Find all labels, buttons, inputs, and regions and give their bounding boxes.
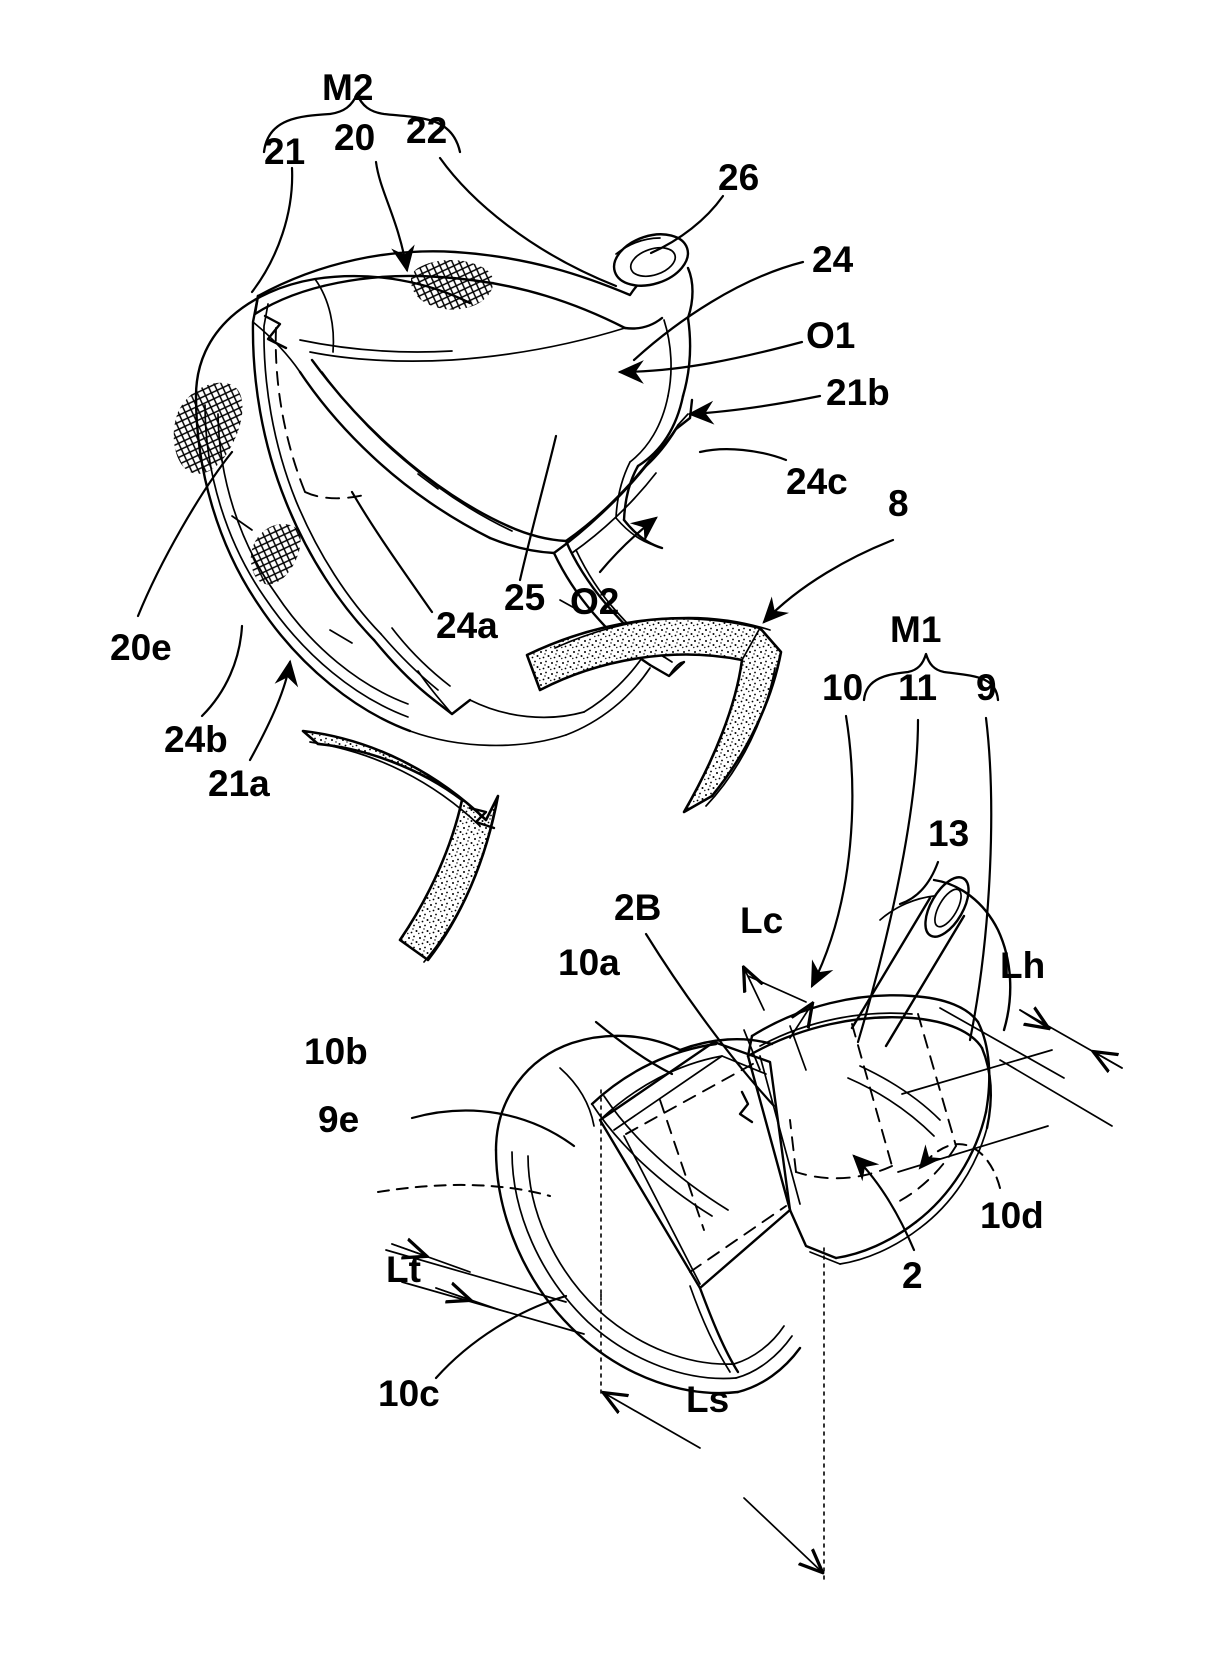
label-24: 24 <box>812 239 854 280</box>
leader-10d <box>918 1143 1001 1189</box>
text-labels: M2 21 20 22 26 24 O1 21b 24c 8 M1 10 11 … <box>110 67 1045 1420</box>
leader-22 <box>438 156 618 288</box>
label-24c: 24c <box>786 461 848 502</box>
leader-10a <box>594 1020 674 1076</box>
upper-inner-arcs <box>409 654 651 747</box>
leader-21a <box>248 659 299 762</box>
label-21: 21 <box>264 131 305 172</box>
insert-strip-lower <box>301 729 500 963</box>
leader-9e <box>377 1183 551 1197</box>
leader-10c <box>434 1294 568 1380</box>
label-20e: 20e <box>110 627 172 668</box>
leader-24c <box>698 448 788 462</box>
label-9: 9 <box>976 667 997 708</box>
label-o1: O1 <box>806 315 855 356</box>
leader-24 <box>632 260 805 362</box>
boss-26 <box>612 233 694 320</box>
leader-10b <box>410 1109 576 1148</box>
label-ls: Ls <box>686 1379 729 1420</box>
label-10d: 10d <box>980 1195 1044 1236</box>
label-m1: M1 <box>890 609 941 650</box>
label-2b: 2B <box>614 887 661 928</box>
leader-lines <box>136 92 1001 1380</box>
label-20: 20 <box>334 117 375 158</box>
lower-assembly-m1 <box>494 876 1012 1395</box>
leader-2 <box>852 1154 916 1252</box>
brace-m2 <box>262 92 462 154</box>
leader-13 <box>898 860 940 906</box>
label-13: 13 <box>928 813 969 854</box>
leader-24a <box>350 490 434 614</box>
insert-strips-8 <box>301 616 783 963</box>
leader-9 <box>968 716 993 1042</box>
leader-25 <box>518 434 558 582</box>
lower-shell-9 <box>494 1034 740 1395</box>
leader-11 <box>856 718 920 1044</box>
leader-8 <box>762 538 895 624</box>
label-lt: Lt <box>386 1249 421 1290</box>
label-10a: 10a <box>558 942 620 983</box>
dimension-lc <box>744 968 812 1071</box>
dimension-lt <box>385 1244 585 1335</box>
mesh-texture-patch-lower-left <box>250 524 301 585</box>
tube-13 <box>850 876 970 1048</box>
leader-26 <box>649 194 725 255</box>
dimension-ls <box>601 1089 824 1581</box>
label-22: 22 <box>406 110 447 151</box>
upper-assembly-m2 <box>173 233 694 747</box>
dimension-lines <box>385 968 1123 1581</box>
leader-24b <box>200 624 244 718</box>
leader-10 <box>810 714 854 989</box>
label-10c: 10c <box>378 1373 440 1414</box>
label-10b: 10b <box>304 1031 368 1072</box>
upper-crown-22 <box>253 233 694 522</box>
label-21a: 21a <box>208 763 270 804</box>
leader-20 <box>374 160 415 273</box>
label-lh: Lh <box>1000 945 1045 986</box>
leader-o2 <box>598 516 658 574</box>
label-26: 26 <box>718 157 759 198</box>
label-m2: M2 <box>322 67 373 108</box>
lower-body-2 <box>746 876 1012 1265</box>
leader-o1 <box>617 340 804 384</box>
label-24a: 24a <box>436 605 498 646</box>
label-2: 2 <box>902 1255 923 1296</box>
label-9e: 9e <box>318 1099 359 1140</box>
leader-2b <box>644 932 776 1108</box>
label-10: 10 <box>822 667 863 708</box>
insert-strip-upper <box>525 616 783 814</box>
label-o2: O2 <box>570 581 619 622</box>
mesh-texture-patch-left <box>173 382 243 474</box>
label-11: 11 <box>898 667 937 708</box>
label-8: 8 <box>888 483 909 524</box>
label-lc: Lc <box>740 900 783 941</box>
label-21b: 21b <box>826 372 890 413</box>
leader-20e <box>136 450 234 618</box>
brace-m1 <box>862 652 1000 702</box>
mesh-texture-patch-crown <box>410 259 494 310</box>
label-24b: 24b <box>164 719 228 760</box>
upper-shell-20 <box>173 274 472 733</box>
label-25: 25 <box>504 577 545 618</box>
leader-21b <box>687 394 822 425</box>
leader-21 <box>250 166 294 294</box>
